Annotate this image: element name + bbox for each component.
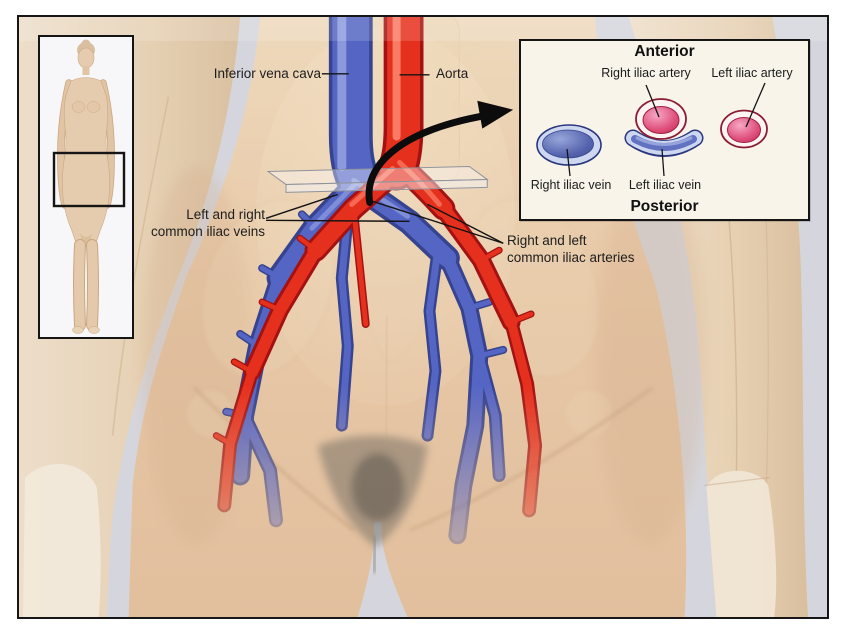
label-common-iliac-veins: Left and right common iliac veins xyxy=(150,207,265,239)
right-iliac-artery-shape xyxy=(635,98,687,140)
pelvis-region-rectangle xyxy=(52,151,126,208)
section-plane-icon xyxy=(266,165,489,193)
anterior-label: Anterior xyxy=(634,43,695,60)
right-iliac-vein-shape xyxy=(536,124,602,166)
body-shading xyxy=(193,315,654,574)
leader-lines xyxy=(265,73,504,244)
full-body-figure xyxy=(52,39,126,334)
cross-section-diagram xyxy=(536,82,768,177)
posterior-label: Posterior xyxy=(630,198,699,215)
body-locator-inset xyxy=(38,35,134,339)
right-iliac-vein-label: Right iliac vein xyxy=(530,178,612,192)
inset-leader-lines xyxy=(566,82,766,177)
cross-section-inset: Anterior Right iliac artery Left iliac a… xyxy=(519,39,810,221)
left-iliac-vein-shape xyxy=(624,129,704,157)
label-aorta: Aorta xyxy=(436,66,469,81)
curved-arrow-icon xyxy=(365,100,514,206)
left-iliac-vein-label: Left iliac vein xyxy=(628,178,702,192)
left-iliac-artery-label: Left iliac artery xyxy=(711,66,793,80)
label-inferior-vena-cava: Inferior vena cava xyxy=(213,66,321,81)
label-common-iliac-arteries: Right and left common iliac arteries xyxy=(507,233,635,265)
right-iliac-artery-label: Right iliac artery xyxy=(601,66,691,80)
iliac-arteries xyxy=(212,17,543,518)
left-iliac-artery-shape xyxy=(720,109,768,149)
illustration-frame: Inferior vena cava Aorta Left and right … xyxy=(17,15,829,619)
